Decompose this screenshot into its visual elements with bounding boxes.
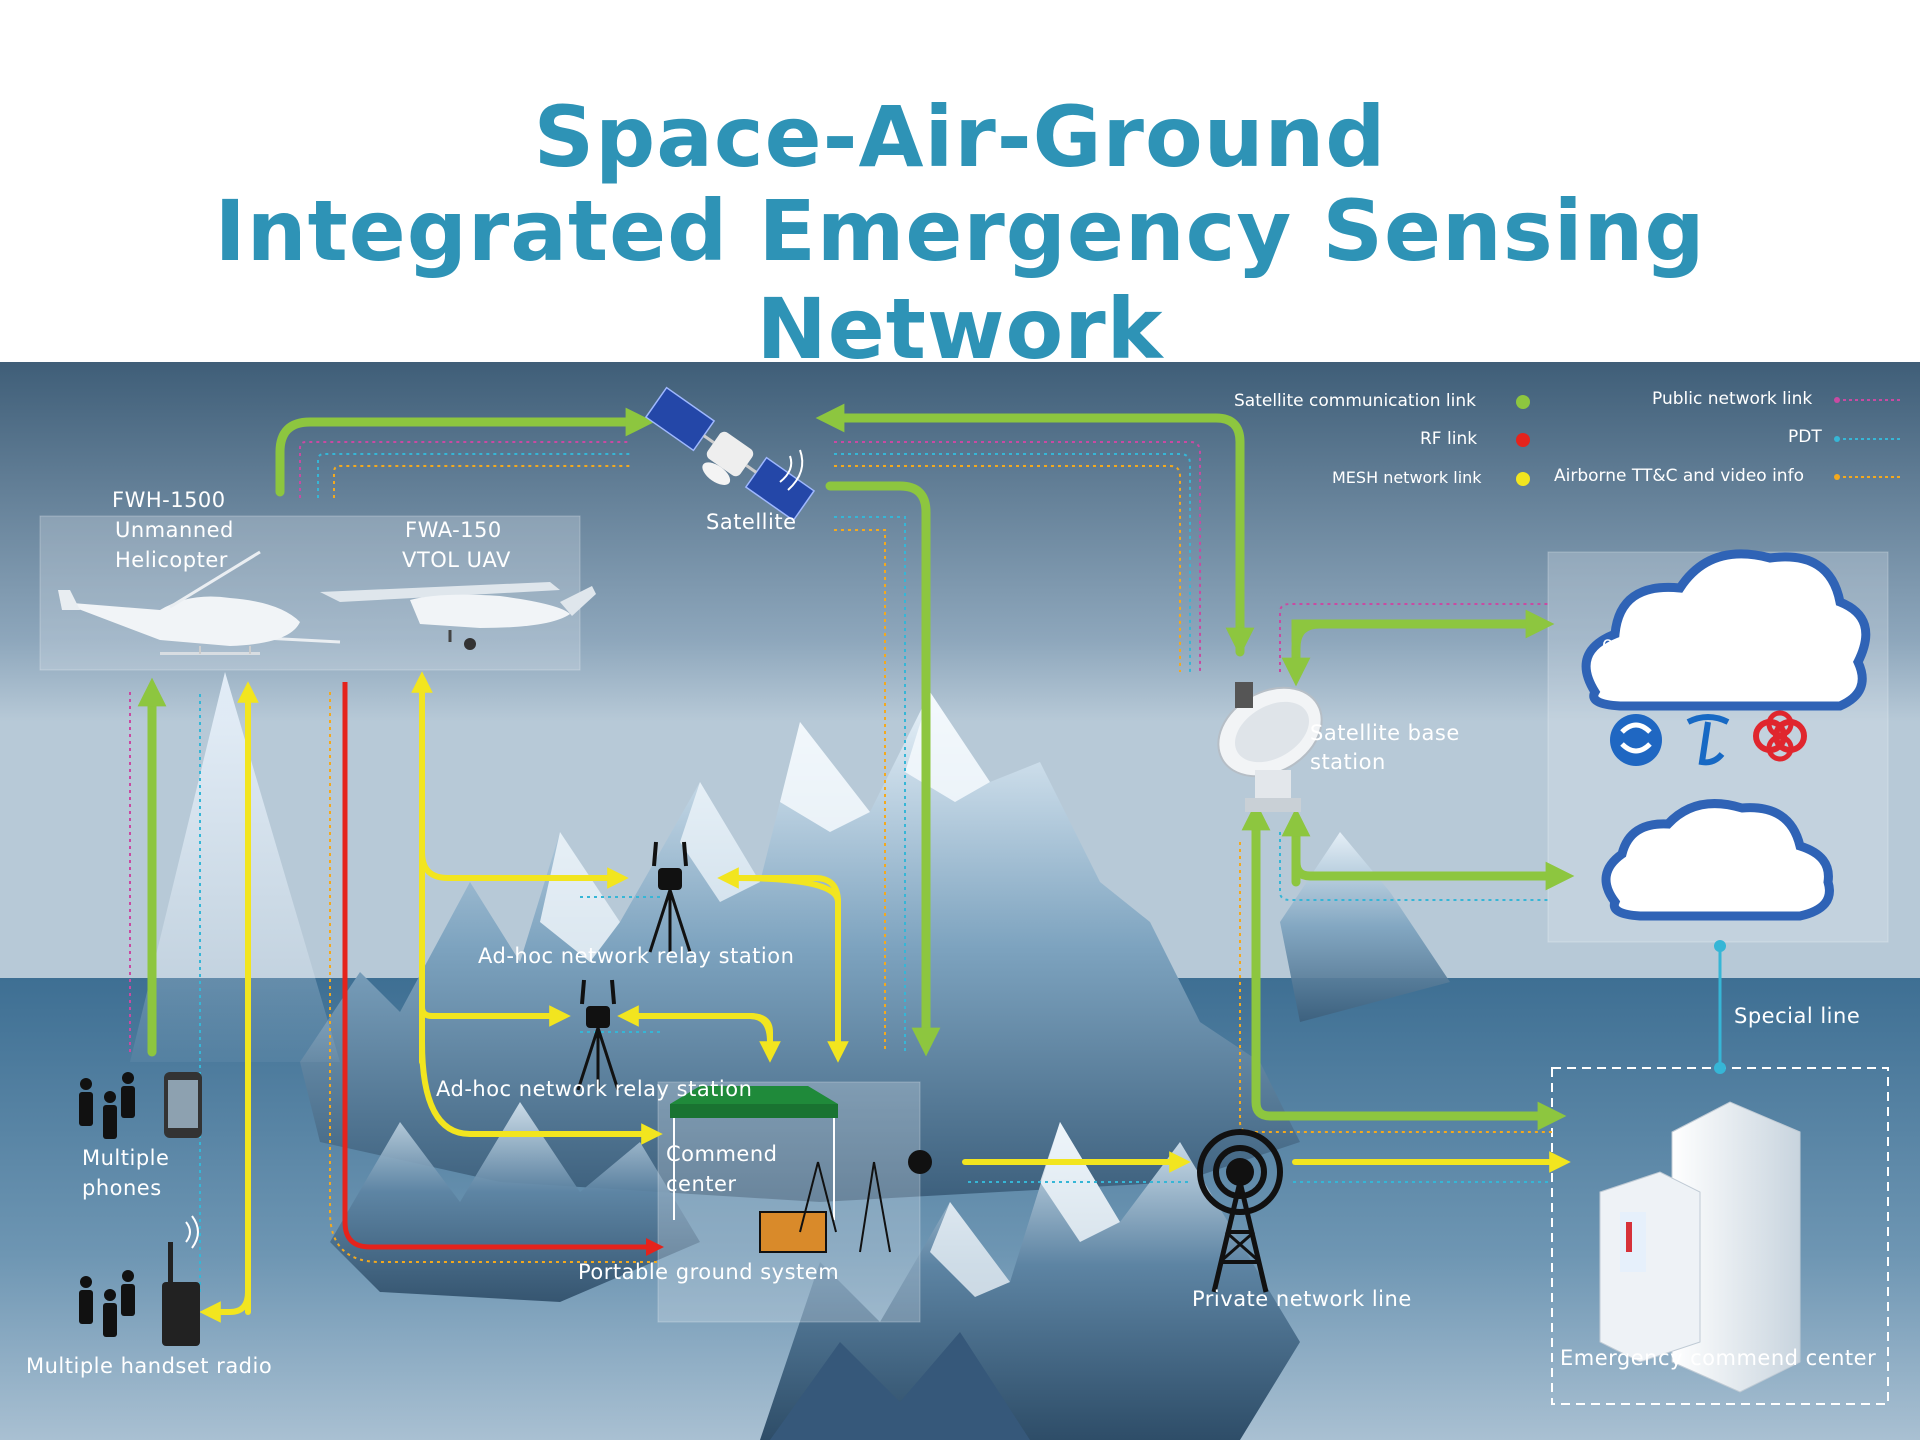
pdt-core-label-2: network — [1662, 882, 1751, 906]
satellite-base-label-1: Satellite base — [1310, 721, 1460, 745]
radio-tower-icon — [1197, 1129, 1283, 1293]
commend-center-label-1: Commend — [666, 1142, 778, 1166]
private-line-label: Private network line — [1192, 1287, 1412, 1311]
legend-satellite-link: Satellite communication link — [1234, 391, 1476, 411]
portable-ground-label: Portable ground system — [578, 1260, 840, 1284]
rf-link — [342, 682, 664, 1256]
legend-public-link: Public network link — [1652, 389, 1813, 409]
relay-station-label-1: Ad-hoc network relay station — [478, 944, 795, 968]
special-line-label: Special line — [1734, 1004, 1861, 1028]
operator-core-label-2: core network — [1655, 662, 1786, 684]
satellite-label: Satellite — [706, 510, 797, 534]
china-mobile-icon — [1610, 714, 1662, 766]
relay-tripod-icon — [648, 841, 692, 953]
relay-station-label-2: Ad-hoc network relay station — [436, 1077, 753, 1101]
helicopter-label-3: Helicopter — [115, 548, 228, 572]
scene-graphics — [0, 362, 1920, 1440]
building-icon — [1599, 1101, 1801, 1393]
title-line-2: Integrated Emergency Sensing Network — [214, 182, 1706, 378]
satellite-icon — [644, 386, 816, 522]
legend-airborne: Airborne TT&C and video info — [1554, 466, 1804, 486]
dish-antenna-icon — [1217, 682, 1323, 812]
satellite-base-label-2: station — [1310, 750, 1386, 774]
legend-swatches — [1516, 395, 1900, 486]
china-telecom-icon — [1686, 714, 1730, 766]
satellite-links — [137, 403, 1575, 1131]
phones-label-2: phones — [82, 1176, 162, 1200]
legend-rf-link: RF link — [1420, 429, 1478, 449]
title-area: Space-Air-Ground Integrated Emergency Se… — [0, 0, 1920, 378]
title-line-1: Space-Air-Ground — [533, 88, 1387, 186]
legend-mesh-link: MESH network link — [1332, 468, 1482, 487]
mesh-links — [199, 671, 1571, 1323]
vtol-label-1: FWA-150 — [405, 518, 502, 542]
portable-panel — [657, 1081, 921, 1323]
cloud-icon — [1581, 549, 1871, 921]
china-unicom-icon — [1753, 710, 1807, 762]
handset-radio-icon — [162, 1215, 200, 1346]
commend-center-label-2: center — [666, 1172, 737, 1196]
network-scene: Satellite communication link RF link MES… — [0, 362, 1920, 1440]
beam — [130, 672, 340, 1062]
phone-icon — [164, 1072, 202, 1138]
emergency-center-label: Emergency commend center — [1560, 1346, 1877, 1370]
vtol-label-2: VTOL UAV — [402, 548, 511, 572]
vtol-uav-icon — [320, 582, 596, 650]
people-icon — [79, 1072, 135, 1337]
pdt-core-label-1: PDT core — [1662, 850, 1760, 874]
helicopter-icon — [58, 550, 341, 655]
phones-label-1: Multiple — [82, 1146, 170, 1170]
handset-radio-label: Multiple handset radio — [26, 1354, 273, 1378]
dotted-links — [129, 441, 1552, 1292]
tent-icon — [670, 1086, 932, 1253]
helicopter-label-1: FWH-1500 — [112, 488, 226, 512]
relay-tripod-icon — [576, 979, 620, 1091]
legend-pdt: PDT — [1788, 427, 1822, 447]
helicopter-label-2: Unmanned — [115, 518, 234, 542]
operator-core-label-1: ommunication operato — [1602, 633, 1829, 655]
mountain-icon — [300, 692, 1450, 1440]
